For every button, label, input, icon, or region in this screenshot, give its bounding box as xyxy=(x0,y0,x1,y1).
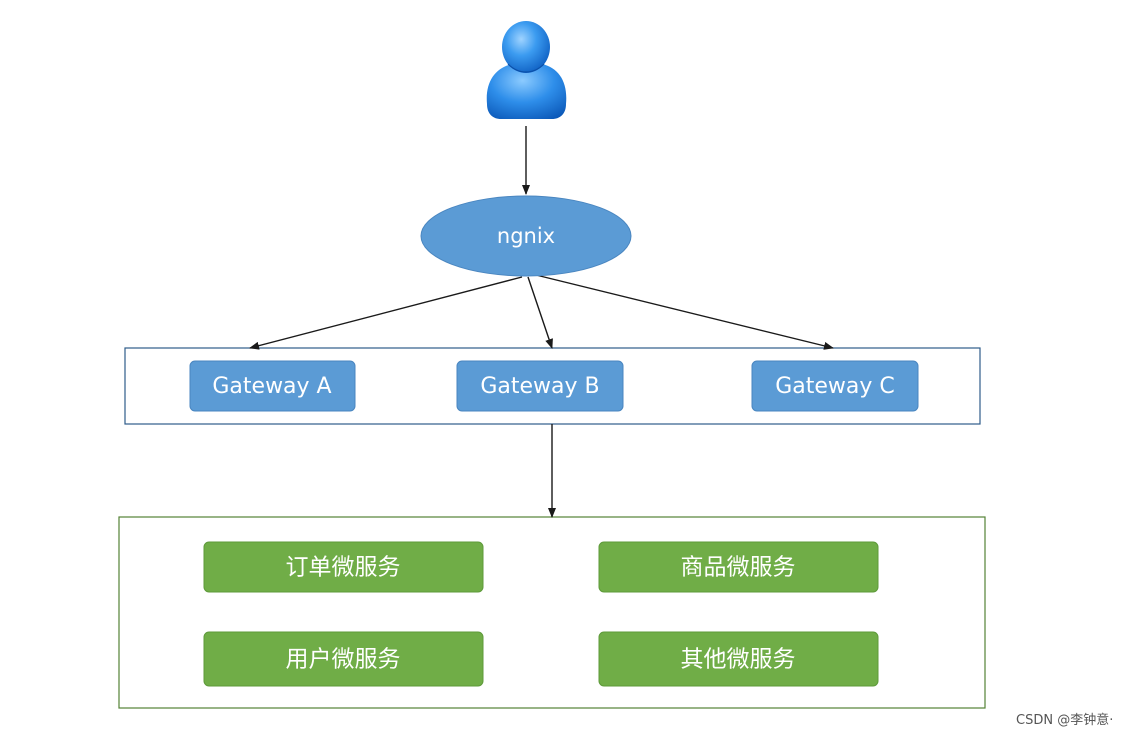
service-order-node: 订单微服务 xyxy=(203,541,484,593)
gateway-a-node: Gateway A xyxy=(189,360,356,412)
arrow-ngnix-to-gateway-a xyxy=(249,276,523,350)
service-user-label: 用户微服务 xyxy=(286,647,401,673)
gateway-c-node: Gateway C xyxy=(751,360,919,412)
gateway-b-label: Gateway B xyxy=(480,374,599,399)
service-product-label: 商品微服务 xyxy=(681,555,796,581)
gateway-c-label: Gateway C xyxy=(775,374,895,399)
gateway-a-label: Gateway A xyxy=(212,374,331,399)
service-user-node: 用户微服务 xyxy=(203,631,484,687)
gateway-b-node: Gateway B xyxy=(456,360,624,412)
arrow-ngnix-to-gateway-c xyxy=(535,274,834,350)
service-other-node: 其他微服务 xyxy=(598,631,879,687)
ngnix-node: ngnix xyxy=(420,195,632,277)
service-other-label: 其他微服务 xyxy=(681,647,796,673)
user-icon xyxy=(486,21,567,119)
service-product-node: 商品微服务 xyxy=(598,541,879,593)
arrow-ngnix-to-gateway-b xyxy=(527,276,553,349)
ngnix-label: ngnix xyxy=(497,224,555,248)
csdn-credit: CSDN @李钟意· xyxy=(1016,713,1114,728)
service-order-label: 订单微服务 xyxy=(286,555,401,581)
